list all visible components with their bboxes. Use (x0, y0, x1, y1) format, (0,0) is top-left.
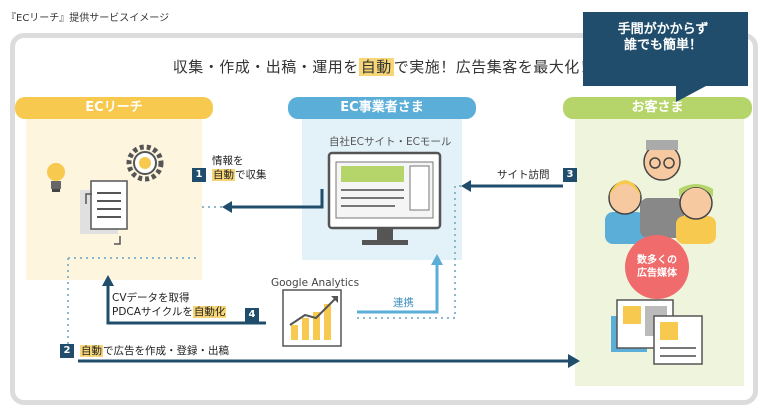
headline: 収集・作成・出稿・運用を自動で実施！広告集客を最大化！ (0, 56, 768, 77)
outer-frame (10, 33, 758, 405)
step2-label: 自動で広告を作成・登録・出稿 (80, 344, 229, 358)
step3-number: 3 (563, 168, 577, 182)
step4-highlight: 自動化 (192, 306, 227, 318)
banner-line2: 誰でも簡単！ (623, 38, 702, 53)
monitor-icon (327, 151, 442, 245)
arrow-collect (222, 189, 324, 213)
step4-number: 4 (245, 308, 259, 322)
media-circle-line1: 数多くの (637, 255, 677, 266)
arrow-pdca (102, 275, 266, 325)
ad-media-icon (611, 299, 703, 365)
headline-post: で実施！広告集客を最大化！ (393, 58, 596, 76)
banner-text: 手間がかからず 誰でも簡単！ (598, 22, 728, 54)
dotted-connectors (67, 185, 461, 345)
analytics-link-label: 連携 (393, 297, 414, 309)
media-circle-line2: 広告媒体 (637, 268, 677, 279)
step1-highlight: 自動 (212, 169, 235, 181)
center-column-title: EC事業者さま (288, 97, 476, 119)
page-caption: 『ECリーチ』提供サービスイメージ (6, 13, 170, 24)
step1-number: 1 (192, 168, 206, 182)
banner-ribbon (583, 12, 748, 102)
media-circle: 数多くの 広告媒体 (625, 235, 689, 299)
analytics-chart-icon (282, 289, 342, 347)
left-column-title: ECリーチ (15, 97, 213, 119)
documents-icon (80, 180, 128, 245)
step3-label: サイト訪問 (497, 169, 550, 181)
step2-highlight: 自動 (80, 345, 103, 357)
step1-post: で収集 (235, 169, 267, 181)
arrow-publish (78, 354, 580, 368)
headline-pre: 収集・作成・出稿・運用を (172, 58, 359, 76)
banner-line1: 手間がかからず (617, 22, 709, 37)
step4-label: CVデータを取得 PDCAサイクルを自動化 (112, 291, 227, 319)
analytics-title: Google Analytics (271, 277, 360, 289)
step2-number: 2 (60, 344, 74, 358)
right-column-title: お客さま (563, 97, 752, 119)
arrow-visit (461, 180, 563, 192)
headline-highlight: 自動 (358, 58, 394, 76)
step4-pre: PDCAサイクルを (112, 306, 193, 318)
step1-line2: 自動で収集 (212, 168, 267, 182)
step1-line1: 情報を (212, 155, 244, 167)
step1-label: 情報を 自動で収集 (212, 154, 267, 182)
lightbulb-icon (47, 163, 65, 192)
step4-line1: CVデータを取得 (112, 292, 190, 304)
gear-icon (126, 144, 164, 182)
arrow-link (357, 254, 443, 314)
people-icon (605, 140, 716, 244)
step2-post: で広告を作成・登録・出稿 (103, 345, 229, 357)
center-subtitle: 自社ECサイト・ECモール (329, 136, 452, 148)
step4-line2: PDCAサイクルを自動化 (112, 305, 227, 319)
